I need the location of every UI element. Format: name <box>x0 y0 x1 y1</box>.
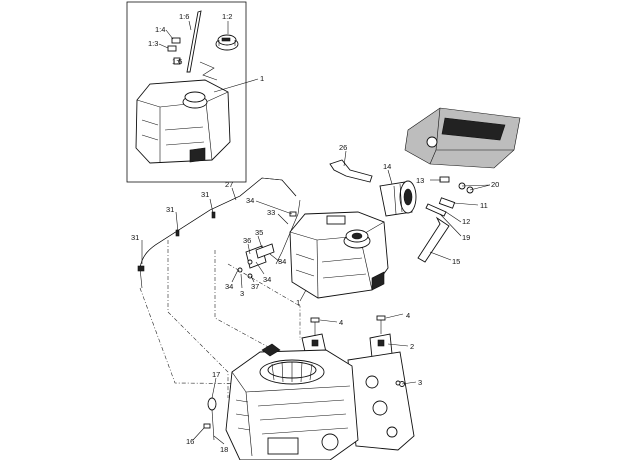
callout-1-4: 1:4 <box>155 25 165 34</box>
fuel-tank <box>289 211 389 299</box>
callout-4-b: 4 <box>406 311 410 320</box>
callout-36: 36 <box>243 236 251 245</box>
callout-1-2: 1:2 <box>222 12 232 21</box>
engine-plate <box>347 351 415 451</box>
callout-1-3: 1:3 <box>148 39 158 48</box>
mount-right <box>369 315 393 359</box>
callout-1-inset: 1 <box>260 74 264 83</box>
callout-16: 16 <box>186 437 194 446</box>
callout-1-5: 1:5 <box>172 57 182 66</box>
callout-34-c: 34 <box>263 275 271 284</box>
callout-3-b: 3 <box>418 378 422 387</box>
dipstick <box>203 397 217 441</box>
callout-34-d: 34 <box>225 282 233 291</box>
inset-fuel-cap <box>215 34 239 51</box>
callout-37: 37 <box>251 282 259 291</box>
callout-13: 13 <box>416 176 424 185</box>
leaders <box>141 150 491 445</box>
callout-3-a: 3 <box>240 289 244 298</box>
callout-2: 2 <box>410 342 414 351</box>
callout-31-b: 31 <box>166 205 174 214</box>
callout-27: 27 <box>225 180 233 189</box>
inset-tether <box>199 61 218 81</box>
bracket-hardware <box>237 243 275 279</box>
clips-31 <box>137 211 216 272</box>
fuel-line-15 <box>417 216 450 263</box>
bracket-26 <box>329 159 373 183</box>
inset-fittings <box>167 37 181 65</box>
callout-33: 33 <box>267 208 275 217</box>
shroud <box>404 107 521 169</box>
callout-4-a: 4 <box>339 318 343 327</box>
inset-gauge-rod <box>186 10 202 73</box>
callout-12: 12 <box>462 217 470 226</box>
canister <box>379 180 417 217</box>
phantom-left <box>167 240 229 398</box>
callout-18: 18 <box>220 445 228 454</box>
callout-31-a: 31 <box>201 190 209 199</box>
callout-14: 14 <box>383 162 391 171</box>
hardware-right <box>425 176 474 217</box>
callout-34-a: 34 <box>246 196 254 205</box>
callout-15: 15 <box>452 257 460 266</box>
engine <box>225 343 359 460</box>
callout-1-6: 1:6 <box>179 12 189 21</box>
inset-fuel-tank <box>135 79 231 164</box>
callout-1-main: 1 <box>296 298 300 307</box>
phantom-center <box>214 250 293 361</box>
callout-labels: 1:6 1:2 1:4 1:3 1:5 1 26 14 13 20 11 12 … <box>131 12 499 454</box>
callout-31-c: 31 <box>131 233 139 242</box>
screws <box>247 211 401 386</box>
callout-20: 20 <box>491 180 499 189</box>
hose-33 <box>275 199 301 265</box>
callout-34-b: 34 <box>278 257 286 266</box>
callout-11: 11 <box>480 201 488 210</box>
vent-line <box>139 177 297 289</box>
callout-26: 26 <box>339 143 347 152</box>
callout-35: 35 <box>255 228 263 237</box>
callout-19: 19 <box>462 233 470 242</box>
callout-17: 17 <box>212 370 220 379</box>
phantom-rod <box>139 287 301 385</box>
